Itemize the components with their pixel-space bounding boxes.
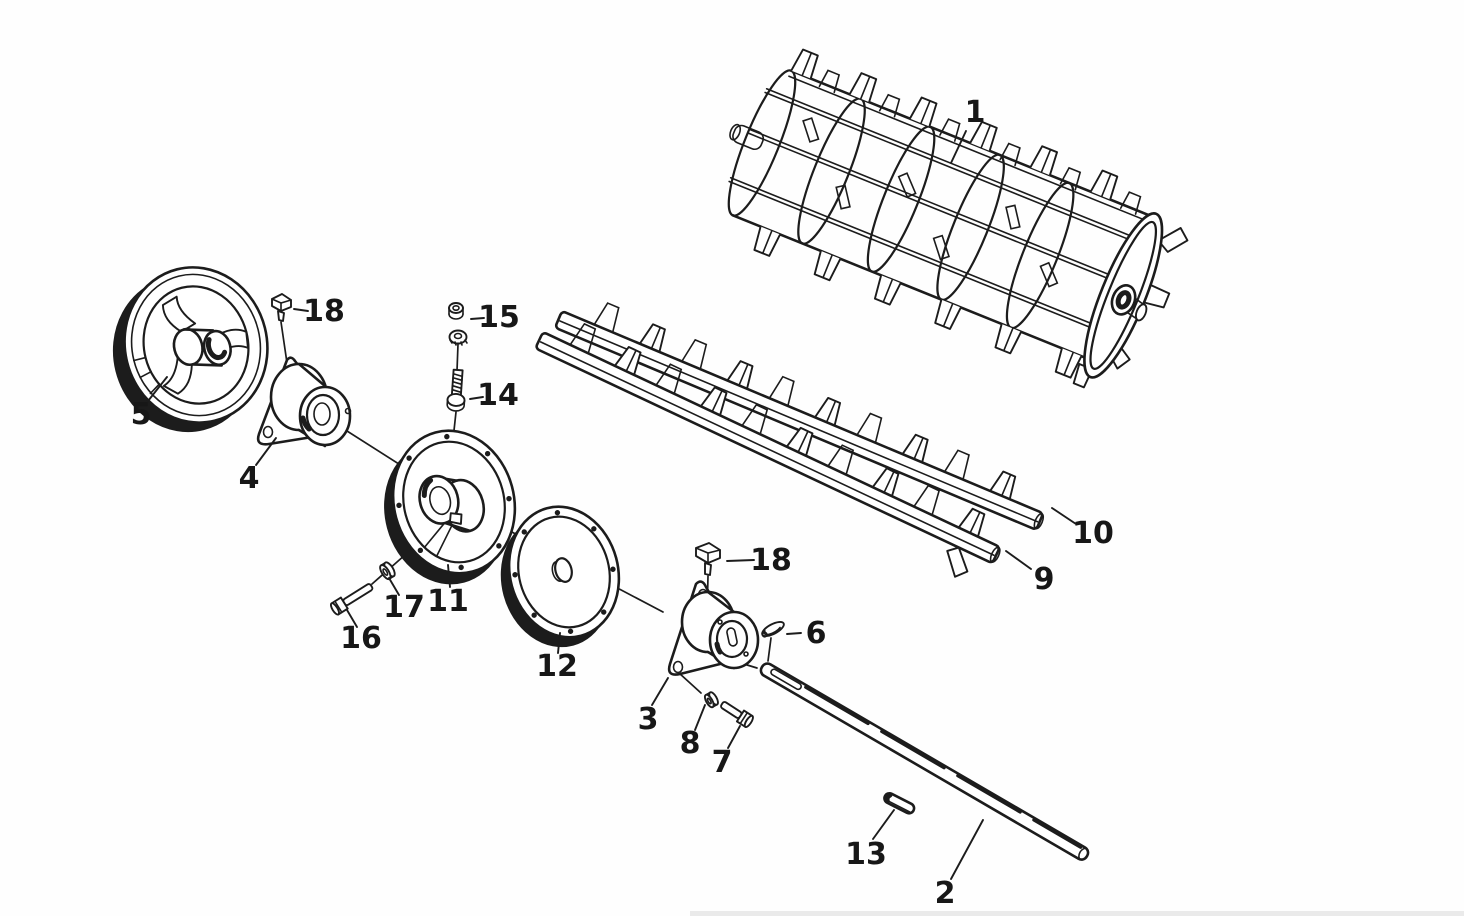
roller-end-disc [1072, 212, 1189, 389]
wheel-hub [172, 327, 232, 367]
scan-edge-artifact [690, 911, 1464, 916]
part-number-2: 2 [935, 876, 956, 911]
label-part-5: 5 [131, 376, 168, 432]
label-part-17: 17 [383, 577, 425, 625]
part-number-15: 15 [478, 300, 520, 335]
label-part-6: 6 [786, 616, 827, 651]
part-number-1: 1 [965, 95, 986, 130]
label-part-18-left: 18 [293, 294, 345, 329]
leader-line-12 [557, 632, 561, 654]
leader-line-5 [147, 376, 168, 402]
label-part-3: 3 [638, 677, 669, 737]
leader-line-11 [447, 564, 451, 588]
label-part-7: 7 [712, 725, 741, 780]
wheel-rim-slots [133, 356, 161, 395]
roller-inner-tines [802, 117, 1059, 288]
part-12-plain-disc [500, 505, 621, 648]
part-18-grease-fitting-left [271, 293, 292, 322]
part-15-nut-and-washer [448, 302, 468, 346]
part-5-wheel [112, 266, 269, 433]
part-4-bearing-housing-left [256, 356, 352, 448]
part-8-washer [703, 691, 719, 709]
part-number-11: 11 [427, 584, 469, 619]
part-number-10: 10 [1072, 516, 1114, 551]
leader-line-15 [470, 317, 485, 320]
part-number-5: 5 [131, 397, 152, 432]
leader-line-4 [255, 437, 277, 466]
part-number-18-right: 18 [750, 543, 792, 578]
part-11-bearing-disc [384, 429, 517, 585]
part-labels: 1 2 3 4 5 6 7 8 [131, 95, 1114, 911]
part-17-washer [379, 561, 396, 581]
label-part-11: 11 [427, 564, 469, 619]
part-number-18-left: 18 [303, 294, 345, 329]
disc12-center-hole [551, 557, 573, 583]
label-part-2: 2 [935, 819, 984, 911]
part-number-4: 4 [239, 461, 260, 496]
label-part-1: 1 [950, 95, 986, 164]
part-13-key [883, 791, 916, 815]
part-14-bolt [446, 368, 466, 412]
disc12-bolt-holes [512, 509, 616, 635]
roller-back-spikes [818, 69, 1142, 215]
leader-line-6 [786, 632, 802, 635]
part-number-9: 9 [1034, 562, 1055, 597]
roller-top-spikes [790, 48, 1119, 200]
leader-line-8 [694, 704, 706, 731]
leader-line-7 [727, 725, 741, 749]
bearing-body-right [680, 590, 760, 670]
leader-line-1 [950, 130, 967, 164]
part-number-12: 12 [536, 649, 578, 684]
roller-tine-rods [728, 87, 1150, 337]
part-number-6: 6 [806, 616, 827, 651]
label-part-14: 14 [469, 378, 519, 413]
part-number-3: 3 [638, 702, 659, 737]
part-7-hex-bolt [720, 701, 754, 728]
label-part-10: 10 [1051, 507, 1114, 551]
bar9-back-teeth [569, 322, 941, 516]
leader-line-18-right [726, 559, 755, 562]
part-6-woodruff-key [761, 621, 785, 638]
disc11-hub [418, 474, 486, 533]
part-number-16: 16 [340, 621, 382, 656]
label-part-13: 13 [845, 809, 895, 872]
part-18-grease-fitting-right [695, 542, 721, 576]
bearing-body-left [269, 362, 352, 448]
part-16-hex-bolt [329, 583, 374, 616]
part-10-tine-bar-rear [554, 302, 1045, 530]
leader-line-9 [1005, 550, 1032, 570]
label-part-4: 4 [239, 437, 277, 496]
leader-line-17 [388, 577, 400, 596]
leader-line-16 [346, 609, 358, 628]
bar10-back-teeth [593, 302, 970, 481]
disc11-bolt-holes [396, 433, 512, 571]
leader-line-3 [651, 677, 669, 706]
leader-line-13 [872, 809, 895, 840]
roller-bottom-spikes [753, 226, 1083, 379]
label-part-12: 12 [536, 632, 578, 684]
part-number-14: 14 [477, 378, 519, 413]
part-9-tine-bar-front [535, 322, 1001, 578]
shaft-keyway [770, 668, 802, 691]
part-3-bearing-housing-right [667, 580, 760, 676]
part-number-13: 13 [845, 837, 887, 872]
part-number-7: 7 [712, 745, 733, 780]
part-2-shaft [759, 662, 1090, 861]
label-part-8: 8 [680, 704, 706, 761]
part-number-17: 17 [383, 590, 425, 625]
disc11-gusset [423, 519, 453, 556]
label-part-18-right: 18 [726, 543, 792, 578]
label-part-16: 16 [340, 609, 382, 656]
leader-line-18-left [293, 308, 309, 312]
leader-line-14 [469, 396, 484, 400]
roller-left-stub [729, 123, 765, 151]
label-part-15: 15 [470, 300, 520, 335]
label-part-9: 9 [1005, 550, 1055, 597]
leader-line-2 [950, 819, 984, 880]
part-1-spiked-roller-drum [727, 48, 1189, 389]
part-number-8: 8 [680, 726, 701, 761]
leader-line-10 [1051, 507, 1077, 525]
